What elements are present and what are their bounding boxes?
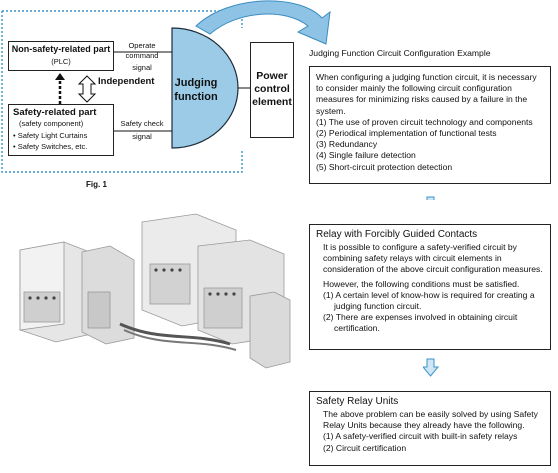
list-item: (1) A certain level of know-how is requi… <box>323 289 535 312</box>
config-box: When configuring a judging function circ… <box>309 66 551 184</box>
up-arrow-icon <box>55 73 65 80</box>
list-item: (5) Short-circuit protection detection <box>316 161 453 172</box>
power-element-box: Power control element <box>250 42 294 138</box>
relay-units-box: Safety Relay Units The above problem can… <box>309 391 551 466</box>
judging-label: Judging function <box>174 77 218 103</box>
config-list: (1) The use of proven circuit technology… <box>316 117 544 173</box>
relay-contacts-heading: Relay with Forcibly Guided Contacts <box>316 229 478 240</box>
list-item: (1) The use of proven circuit technology… <box>316 116 533 127</box>
relay-units-para: The above problem can be easily solved b… <box>323 409 538 431</box>
relay-contacts-para: It is possible to configure a safety-ver… <box>323 242 543 275</box>
list-item: (2) Periodical implementation of functio… <box>316 128 497 139</box>
relay-contacts-para: However, the following conditions must b… <box>323 278 520 289</box>
list-item: (2) There are expenses involved in obtai… <box>323 312 518 334</box>
relay-units-heading: Safety Relay Units <box>316 396 399 407</box>
relay-contacts-box: Relay with Forcibly Guided Contacts It i… <box>309 224 551 350</box>
judging-shape <box>171 27 239 149</box>
down-arrow-icon <box>423 358 439 377</box>
independent-arrow-icon <box>77 75 97 103</box>
list-item: (3) Redundancy <box>316 139 378 150</box>
list-item: (2) Circuit certification <box>323 442 407 453</box>
safety-item: • Safety Light Curtains <box>13 131 88 140</box>
non-safety-box: Non-safety-related part (PLC) <box>8 41 114 71</box>
safety-sub: (safety component) <box>19 119 84 128</box>
diagram-graphics <box>1 0 435 200</box>
operate-signal-label: Operate command signal <box>125 41 159 72</box>
non-safety-title: Non-safety-related part <box>11 44 111 54</box>
dotted-boundary <box>1 10 243 173</box>
config-heading: Judging Function Circuit Configuration E… <box>309 48 491 58</box>
safety-title: Safety-related part <box>13 107 97 118</box>
non-safety-sub: (PLC) <box>51 57 71 66</box>
safety-box: Safety-related part (safety component) •… <box>8 104 114 156</box>
curved-arrow-icon <box>195 0 331 45</box>
relay-contacts-list: (1) A certain level of know-how is requi… <box>316 290 544 335</box>
relay-units-list: (1) A safety-verified circuit with built… <box>316 431 544 453</box>
down-arrow-icon <box>426 196 435 200</box>
independent-label: Independent <box>98 76 155 87</box>
product-photo <box>19 213 291 369</box>
config-intro: When configuring a judging function circ… <box>316 72 537 116</box>
check-signal-label: Safety check signal <box>120 119 164 141</box>
list-item: (1) A safety-verified circuit with built… <box>323 431 518 442</box>
safety-item: • Safety Switches, etc. <box>13 142 88 151</box>
list-item: (4) Single failure detection <box>316 150 416 161</box>
figure-caption: Fig. 1 <box>86 180 107 189</box>
